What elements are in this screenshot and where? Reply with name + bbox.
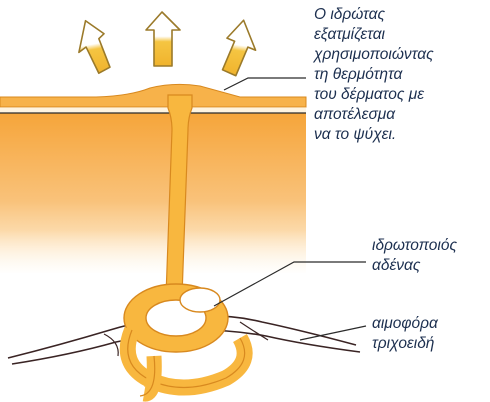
capillaries-label: αιμοφόρα τριχοειδή (372, 314, 490, 354)
sweat-gland-coil (124, 284, 245, 396)
dermis-layer (0, 113, 306, 275)
sweat-evaporation-label: Ο ιδρώτας εξατμίζεται χρησιμοποιώντας τη… (314, 5, 488, 145)
epidermis-layer (0, 84, 306, 113)
sweat-gland-label: ιδρωτοποιός αδένας (372, 236, 490, 276)
evaporation-arrow-icon (74, 12, 260, 78)
leader-line-sweat (224, 78, 306, 90)
